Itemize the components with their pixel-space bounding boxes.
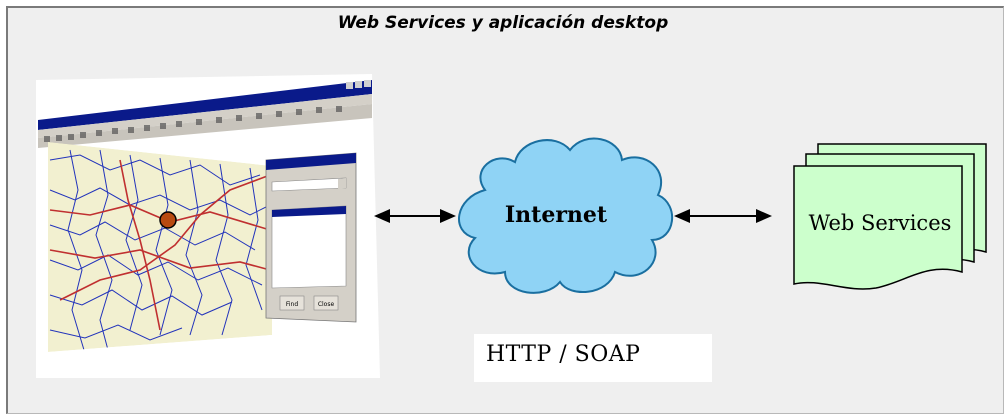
web-services-label: Web Services (809, 211, 952, 235)
protocol-box (474, 334, 712, 382)
arrow-internet-webservices (674, 209, 772, 223)
web-services-panel: Find Close (265, 152, 357, 323)
map-view (48, 142, 272, 352)
diagram-title: Web Services y aplicación desktop (337, 13, 669, 33)
app-title-bar (38, 80, 372, 130)
panel-find-label: Find (286, 301, 298, 308)
web-services-documents: Web Services (793, 143, 987, 290)
panel-find-button (279, 295, 305, 311)
desktop-app-screenshot: Find Close (36, 74, 380, 378)
panel-close-label: Close (318, 301, 335, 308)
internet-label: Internet (505, 202, 608, 228)
internet-cloud: Internet (458, 137, 674, 294)
arrow-desktop-internet (374, 209, 456, 223)
protocol-label: HTTP / SOAP (486, 342, 641, 367)
panel-close-button (313, 295, 339, 311)
app-toolbar (38, 104, 372, 148)
location-marker (159, 211, 177, 229)
panel-list (271, 205, 347, 289)
